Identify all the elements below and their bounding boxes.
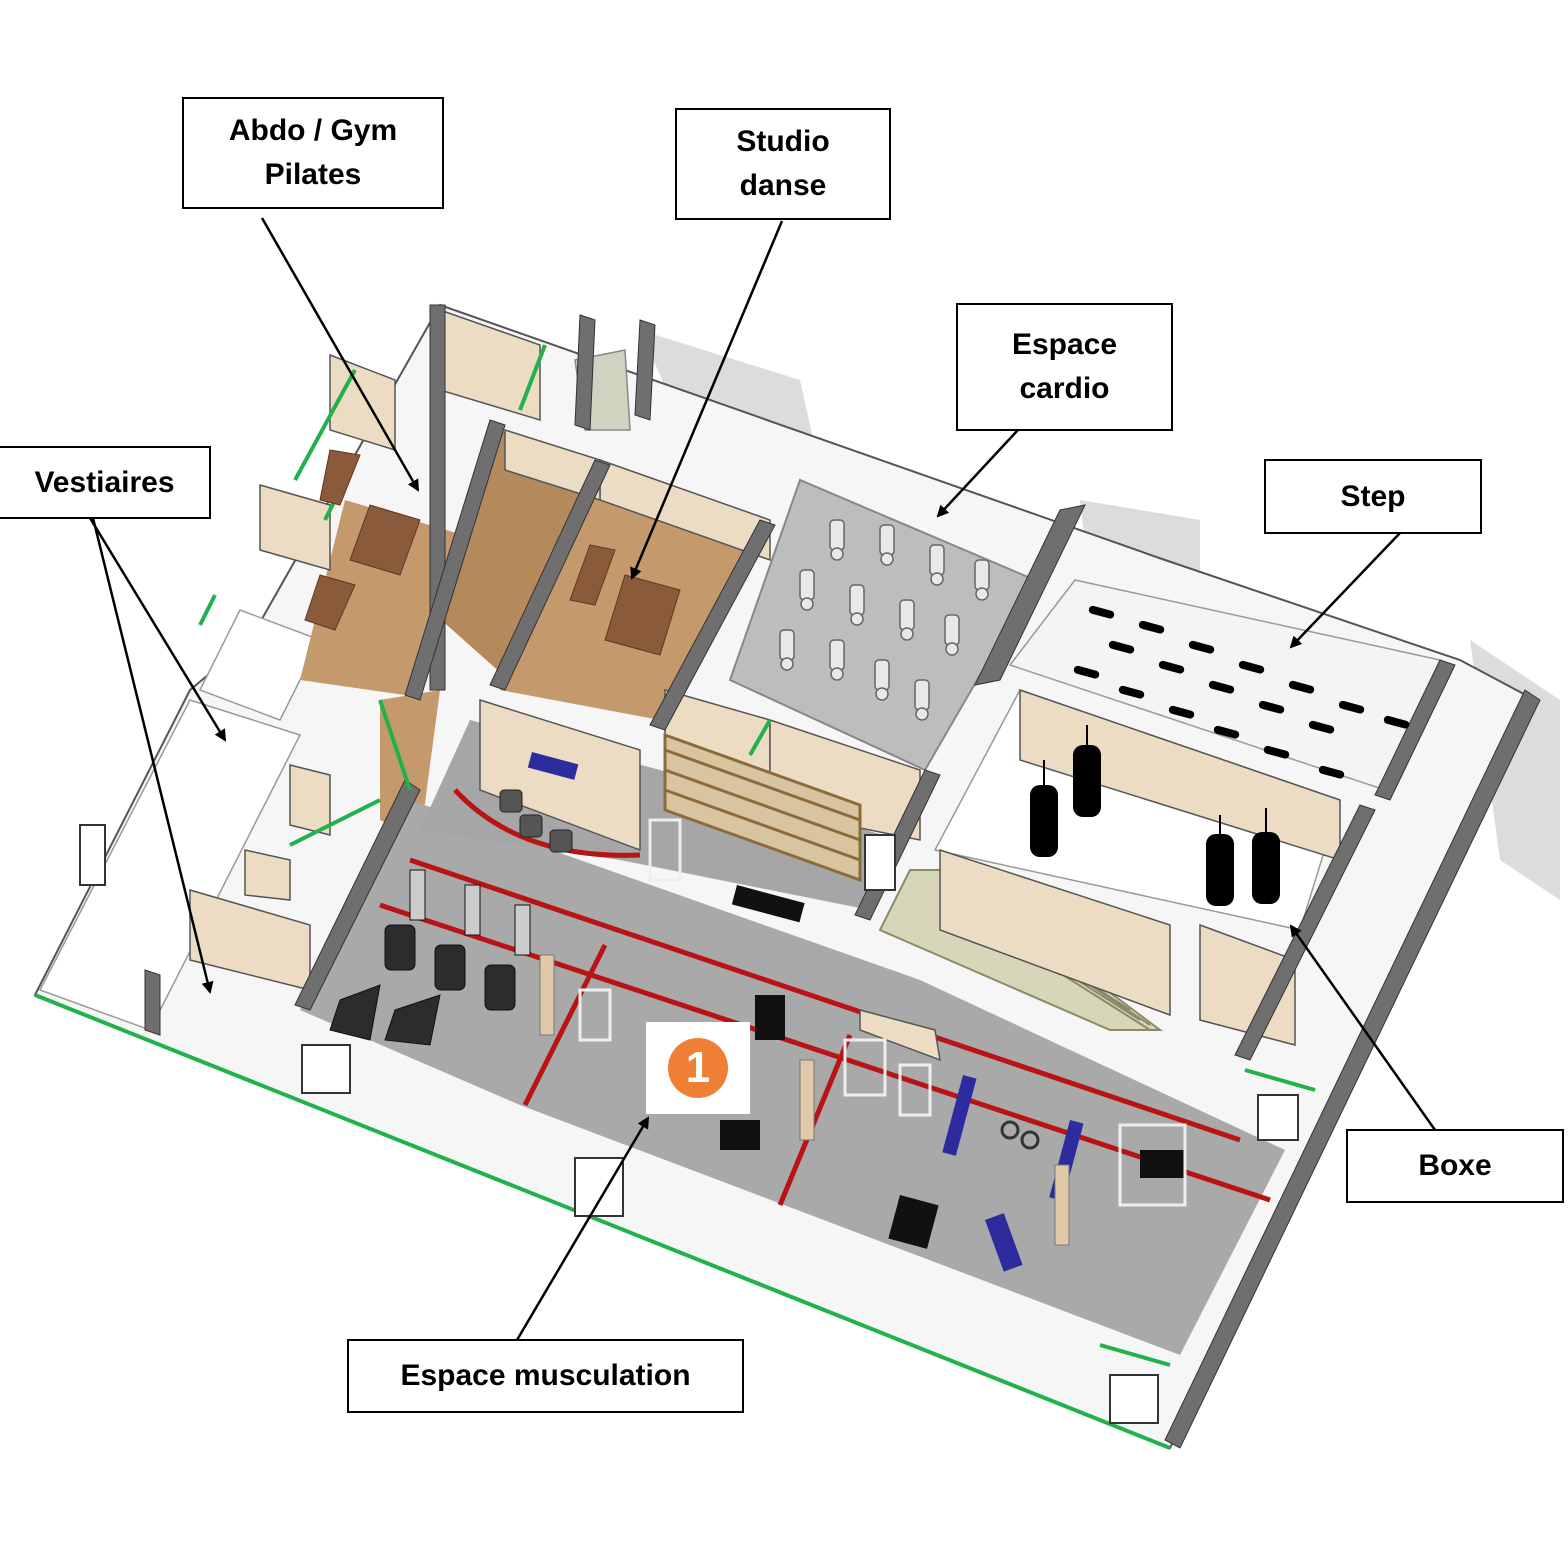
arrow-vestiaires-1: [88, 517, 227, 742]
arrow-step: [1289, 532, 1401, 649]
label-espace-cardio: Espace cardio: [956, 303, 1173, 431]
label-boxe: Boxe: [1346, 1129, 1564, 1203]
marker-number-badge: 1: [668, 1038, 728, 1098]
label-espace-cardio-text: Espace cardio: [1011, 328, 1118, 405]
tv-screen: [527, 752, 579, 780]
step-platforms: [1073, 605, 1410, 779]
vestiaire-floor-left: [38, 699, 302, 1031]
label-abdo-gym-pilates: Abdo / Gym Pilates: [182, 97, 444, 209]
cardio-machines: [329, 869, 531, 1046]
musculation-floor: [300, 800, 1285, 1355]
doors: [79, 824, 1299, 1424]
callout-arrows: [88, 217, 1437, 1341]
label-espace-musculation: Espace musculation: [347, 1339, 744, 1413]
arrow-vestiaires-2: [91, 517, 214, 994]
arrow-boxe: [1289, 924, 1437, 1131]
punching-bags: [1030, 725, 1280, 906]
green-edges: [34, 344, 1316, 1450]
cardio-bikes: [779, 519, 990, 721]
label-studio-danse: Studio danse: [675, 108, 891, 220]
label-boxe-text: Boxe: [1418, 1149, 1492, 1182]
label-espace-musculation-text: Espace musculation: [400, 1359, 691, 1392]
wood-benches: [304, 449, 681, 656]
marker-container: 1: [646, 1022, 750, 1114]
dumbbell-rack: [663, 732, 862, 883]
label-abdo-gym-pilates-text: Abdo / Gym Pilates: [228, 114, 398, 191]
label-studio-danse-text: Studio danse: [736, 125, 830, 202]
label-vestiaires: Vestiaires: [0, 446, 211, 519]
arrow-espace-musculation: [515, 1116, 650, 1341]
lobby-chairs: [499, 789, 573, 853]
arrow-studio-danse: [630, 220, 784, 580]
label-step: Step: [1264, 459, 1482, 534]
label-vestiaires-text: Vestiaires: [34, 465, 175, 499]
walls-dark: [144, 304, 1541, 1449]
arrow-abdo-gym: [260, 217, 420, 492]
label-step-text: Step: [1340, 479, 1406, 513]
marker-number: 1: [685, 1043, 711, 1092]
musculation-equipment: [539, 818, 1187, 1272]
